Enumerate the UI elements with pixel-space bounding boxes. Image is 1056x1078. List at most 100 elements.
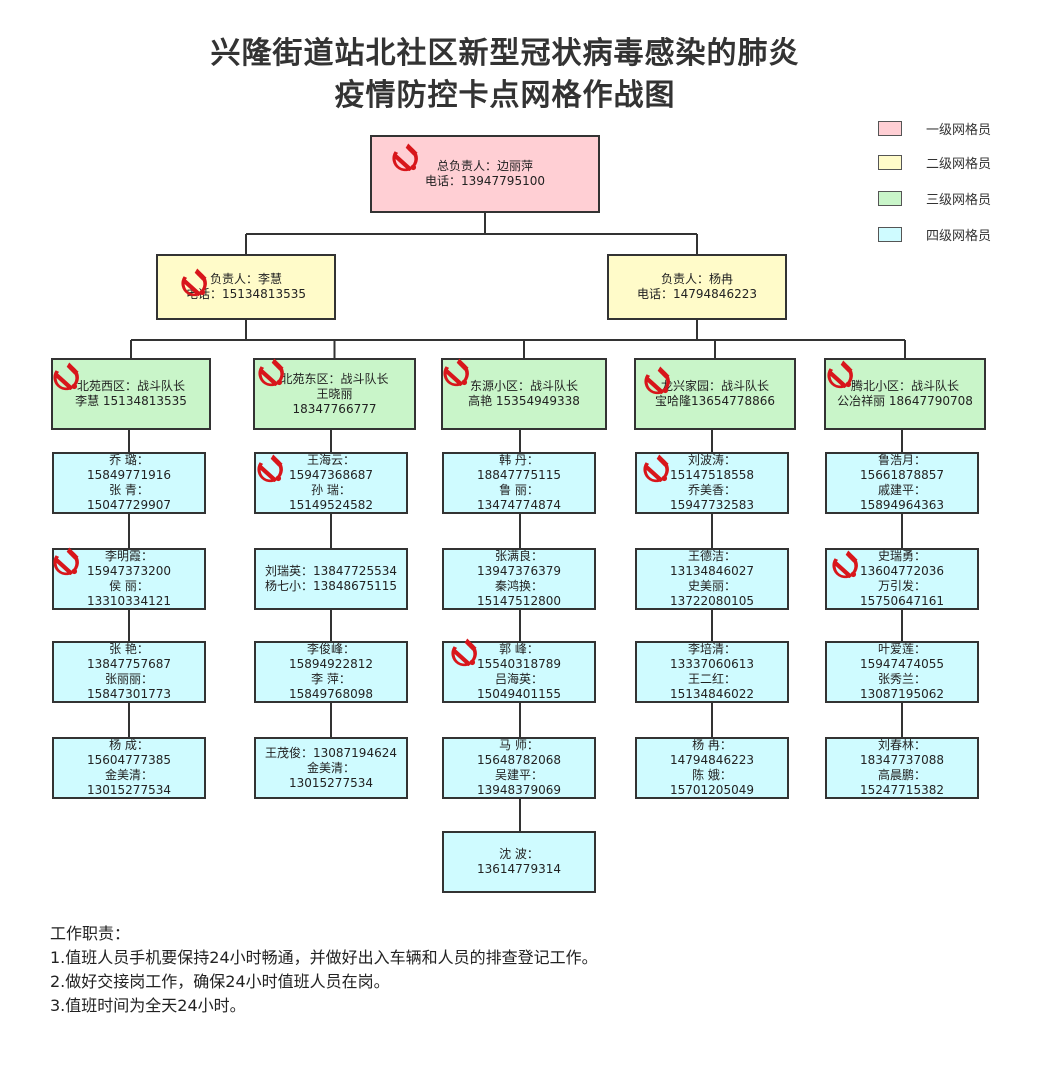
party-emblem-icon: [827, 548, 861, 582]
zone-head-box: 北苑西区：战斗队长李慧 15134813535: [51, 358, 211, 430]
grid-member-box-text: 13134846027: [670, 564, 754, 578]
grid-member-box-text: 王德洁：: [687, 549, 736, 563]
zone-head-text: 北苑西区：战斗队长: [76, 379, 185, 393]
grid-member-box-text: 张丽丽：: [104, 672, 153, 686]
grid-member-box-text: 王二红：: [687, 672, 736, 686]
grid-member-box-text: 张 青：: [109, 483, 149, 497]
grid-member-box-text: 15947732583: [670, 498, 754, 512]
grid-member-box-text: 刘瑞英：13847725534: [265, 564, 397, 578]
grid-member-box-text: 18347737088: [860, 753, 944, 767]
grid-member-box-text: 15540318789: [477, 657, 561, 671]
grid-member-box-text: 史瑞勇：: [877, 549, 926, 563]
legend-swatch: [878, 155, 902, 170]
leader-phone: 电话：15134813535: [186, 287, 306, 301]
grid-member-box-text: 叶爱莲：: [877, 642, 926, 656]
grid-member-box-text: 15149524582: [289, 498, 373, 512]
party-emblem-icon: [48, 545, 82, 579]
party-emblem-icon: [387, 141, 421, 175]
grid-member-box-text: 13947376379: [477, 564, 561, 578]
grid-member-box-text: 13604772036: [860, 564, 944, 578]
grid-member-box-text: 鲁浩月：: [877, 453, 926, 467]
legend-swatch: [878, 227, 902, 242]
grid-member-box-text: 15894922812: [289, 657, 373, 671]
legend-item: 四级网格员: [878, 225, 991, 244]
leader-box: 负责人：杨冉电话：14794846223: [607, 254, 787, 320]
grid-member-box-text: 13722080105: [670, 594, 754, 608]
grid-member-box-text: 13474774874: [477, 498, 561, 512]
duties-item: 2.做好交接岗工作，确保24小时值班人员在岗。: [50, 972, 390, 991]
duties-heading: 工作职责：: [50, 924, 131, 943]
party-emblem-icon: [253, 356, 287, 390]
grid-member-box-text: 戚建平：: [877, 483, 926, 497]
grid-member-box-text: 15894964363: [860, 498, 944, 512]
grid-member-box-text: 郭 峰：: [499, 642, 539, 656]
grid-member-box-text: 15849771916: [87, 468, 171, 482]
general-leader-phone: 电话：13947795100: [425, 174, 545, 188]
grid-member-box-text: 15147512800: [477, 594, 561, 608]
legend-item: 二级网格员: [878, 153, 991, 172]
grid-member-box-text: 15661878857: [860, 468, 944, 482]
zone-head-text: 东源小区：战斗队长: [469, 379, 578, 393]
grid-member-box-text: 乔美香：: [687, 483, 736, 497]
grid-member-box-text: 15947373200: [87, 564, 171, 578]
party-emblem-icon: [638, 452, 672, 486]
work-duties: 工作职责： 1.值班人员手机要保持24小时畅通，并做好出入车辆和人员的排查登记工…: [50, 922, 598, 1018]
grid-member-box-text: 15134846022: [670, 687, 754, 701]
grid-member-box-text: 鲁 丽：: [499, 483, 539, 497]
grid-member-box-text: 吴建平：: [494, 768, 543, 782]
grid-member-box-text: 15247715382: [860, 783, 944, 797]
grid-member-box-text: 15147518558: [670, 468, 754, 482]
grid-member-box-text: 13614779314: [477, 862, 561, 876]
grid-member-box: 沈 波：13614779314: [442, 831, 596, 893]
zone-head-text: 腾北小区：战斗队长: [850, 379, 959, 393]
grid-member-box-text: 15947474055: [860, 657, 944, 671]
grid-member-box-text: 13847757687: [87, 657, 171, 671]
legend-label: 二级网格员: [926, 157, 992, 172]
zone-head-text: 北苑东区：战斗队长: [280, 371, 389, 386]
grid-member-box-text: 马 师：: [499, 738, 539, 752]
grid-member-box-text: 高晨鹏：: [877, 768, 926, 782]
grid-member-box-text: 金美清：: [306, 760, 355, 775]
grid-member-box-text: 孙 瑞：: [311, 483, 351, 497]
grid-member-box-text: 王茂俊：13087194624: [265, 745, 397, 760]
zone-head-text: 李慧 15134813535: [75, 394, 187, 408]
grid-member-box-text: 李明霞：: [104, 549, 153, 563]
duties-item: 1.值班人员手机要保持24小时畅通，并做好出入车辆和人员的排查登记工作。: [50, 948, 598, 967]
grid-member-box-text: 15047729907: [87, 498, 171, 512]
legend-item: 一级网格员: [878, 119, 991, 138]
page-title-line2: 疫情防控卡点网格作战图: [334, 78, 676, 113]
grid-member-box-text: 13310334121: [87, 594, 171, 608]
grid-member-box-text: 秦鸿换：: [494, 579, 543, 593]
grid-member-box-text: 13015277534: [87, 783, 171, 797]
zone-head-text: 高艳 15354949338: [468, 394, 580, 408]
grid-member-box-text: 15849768098: [289, 687, 373, 701]
grid-member-box-text: 韩 丹：: [499, 453, 539, 467]
grid-member-box-text: 张 艳：: [109, 642, 149, 656]
party-emblem-icon: [446, 636, 480, 670]
grid-member-box-text: 15701205049: [670, 783, 754, 797]
legend-label: 四级网格员: [926, 229, 992, 244]
grid-member-box-text: 杨 冉：: [692, 738, 732, 752]
leader-name: 负责人：杨冉: [660, 272, 733, 286]
zone-head-text: 18347766777: [292, 401, 377, 416]
zone-head-text: 王晓丽: [316, 386, 353, 401]
grid-member-box-text: 史美丽：: [687, 579, 736, 593]
legend-swatch: [878, 191, 902, 206]
leader-box: 负责人：李慧电话：15134813535: [156, 254, 336, 320]
grid-member-box-text: 沈 波：: [499, 847, 539, 861]
zone-head-text: 宝哈隆13654778866: [655, 394, 775, 408]
zone-head-box: 东源小区：战斗队长高艳 15354949338: [441, 358, 607, 430]
grid-member-box-text: 刘波涛：: [687, 453, 736, 467]
grid-member-box-text: 张满良：: [494, 549, 543, 563]
grid-member-box-text: 15947368687: [289, 468, 373, 482]
